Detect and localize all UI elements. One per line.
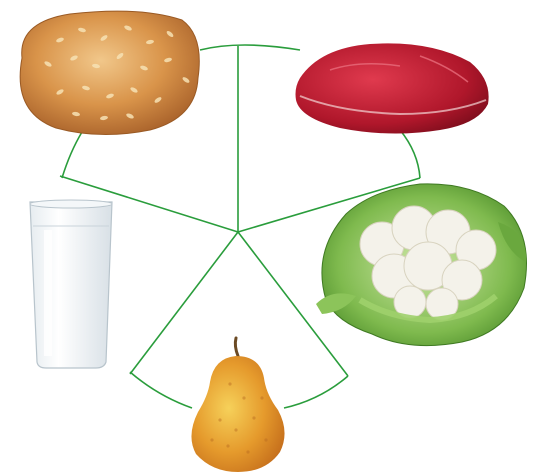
- cauliflower-icon: [316, 184, 527, 346]
- raw-beef-icon: [296, 43, 489, 133]
- glass-of-milk-icon: [30, 200, 112, 368]
- wheel-arc-left: [62, 132, 82, 178]
- wheel-arc-right: [400, 130, 420, 178]
- wheel-arc-bottom-left: [130, 372, 192, 408]
- pear-icon: [191, 338, 284, 472]
- spoke-down-left: [130, 232, 238, 374]
- bread-roll-icon: [20, 11, 199, 134]
- wheel-arc-top: [200, 45, 300, 50]
- wheel-arc-bottom-right: [284, 376, 348, 408]
